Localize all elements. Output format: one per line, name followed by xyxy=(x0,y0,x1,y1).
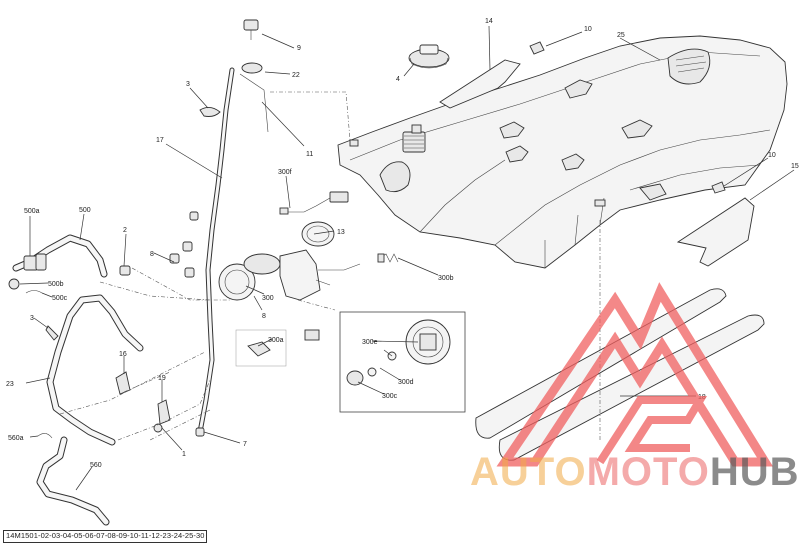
plug-2 xyxy=(119,265,131,276)
callout-300c: 300c xyxy=(382,393,398,400)
callout-3-lower: 3 xyxy=(30,315,34,322)
callout-22: 22 xyxy=(292,72,300,79)
callout-4: 4 xyxy=(396,76,400,83)
fuel-cap xyxy=(408,44,450,69)
filter-detail-300a xyxy=(235,329,287,367)
hose-560 xyxy=(36,436,110,526)
fitting-1 xyxy=(153,423,163,433)
callout-300f: 300f xyxy=(278,169,292,176)
heat-shield-14 xyxy=(439,59,521,109)
fuel-tank xyxy=(337,35,788,269)
callout-23: 23 xyxy=(6,381,14,388)
callout-8-left: 8 xyxy=(150,251,154,258)
o-ring-13 xyxy=(301,221,335,247)
grommet-22 xyxy=(241,62,263,74)
callout-13: 13 xyxy=(337,229,345,236)
callout-300b: 300b xyxy=(438,275,454,282)
locking-ring-8 xyxy=(218,263,256,301)
callout-17: 17 xyxy=(156,137,164,144)
heat-shield-15 xyxy=(676,197,755,267)
phantom-lines xyxy=(59,91,601,441)
pump-detail-inset xyxy=(339,311,466,413)
callout-1: 1 xyxy=(182,451,186,458)
callout-300a: 300a xyxy=(268,337,284,344)
callout-15: 15 xyxy=(791,163,799,170)
fuel-pump-300 xyxy=(243,249,361,301)
callout-25: 25 xyxy=(617,32,625,39)
triangle-m-logo-icon xyxy=(496,282,774,467)
callout-500: 500 xyxy=(79,207,91,214)
callout-300e: 300e xyxy=(362,339,378,346)
clip-10-right xyxy=(711,181,726,194)
fittings-near-8 xyxy=(169,211,199,278)
watermark-moto: MOTO xyxy=(586,450,710,494)
watermark-wordmark: AUTOMOTOHUB xyxy=(470,452,800,492)
callout-500c: 500c xyxy=(52,295,68,302)
callout-8-ring: 8 xyxy=(262,313,266,320)
sender-300f xyxy=(279,191,349,215)
clamp-560a xyxy=(37,433,53,439)
callout-11: 11 xyxy=(306,151,313,158)
callout-16: 16 xyxy=(119,351,127,358)
footer-code: 14M1501-02-03-04-05-06-07-08-09-10-11-12… xyxy=(6,531,205,540)
callout-500a: 500a xyxy=(24,208,40,215)
spring-300b xyxy=(377,253,399,263)
callout-19: 19 xyxy=(158,375,166,382)
callout-10-right: 10 xyxy=(768,152,776,159)
clip-3-lower xyxy=(45,325,59,341)
clamp-500c xyxy=(25,290,43,294)
callout-10-top: 10 xyxy=(584,26,592,33)
vent-line-17 xyxy=(197,67,269,435)
callout-300: 300 xyxy=(262,295,274,302)
watermark-hub: HUB xyxy=(709,450,800,494)
callout-560: 560 xyxy=(90,462,102,469)
callout-560a: 560a xyxy=(8,435,24,442)
clip-3-top xyxy=(199,107,221,117)
filter-square xyxy=(304,329,320,341)
clip-10-top xyxy=(529,41,545,55)
callout-3-top: 3 xyxy=(186,81,190,88)
callout-7: 7 xyxy=(243,441,247,448)
clamp-500b xyxy=(8,278,20,290)
callout-labels: 9 22 11 3 17 4 14 10 25 10 15 300f 13 30… xyxy=(6,18,799,469)
vent-valve-9 xyxy=(243,19,259,40)
leader-lines xyxy=(19,25,795,491)
callout-9: 9 xyxy=(297,45,301,52)
callout-300d: 300d xyxy=(398,379,414,386)
callout-500b: 500b xyxy=(48,281,64,288)
hose-500 xyxy=(12,234,108,278)
fitting-7 xyxy=(195,427,205,437)
bracket-19 xyxy=(157,399,171,425)
callout-2: 2 xyxy=(123,227,127,234)
callout-14: 14 xyxy=(485,18,493,25)
hose-23 xyxy=(46,294,144,446)
watermark-auto: AUTO xyxy=(470,450,587,494)
